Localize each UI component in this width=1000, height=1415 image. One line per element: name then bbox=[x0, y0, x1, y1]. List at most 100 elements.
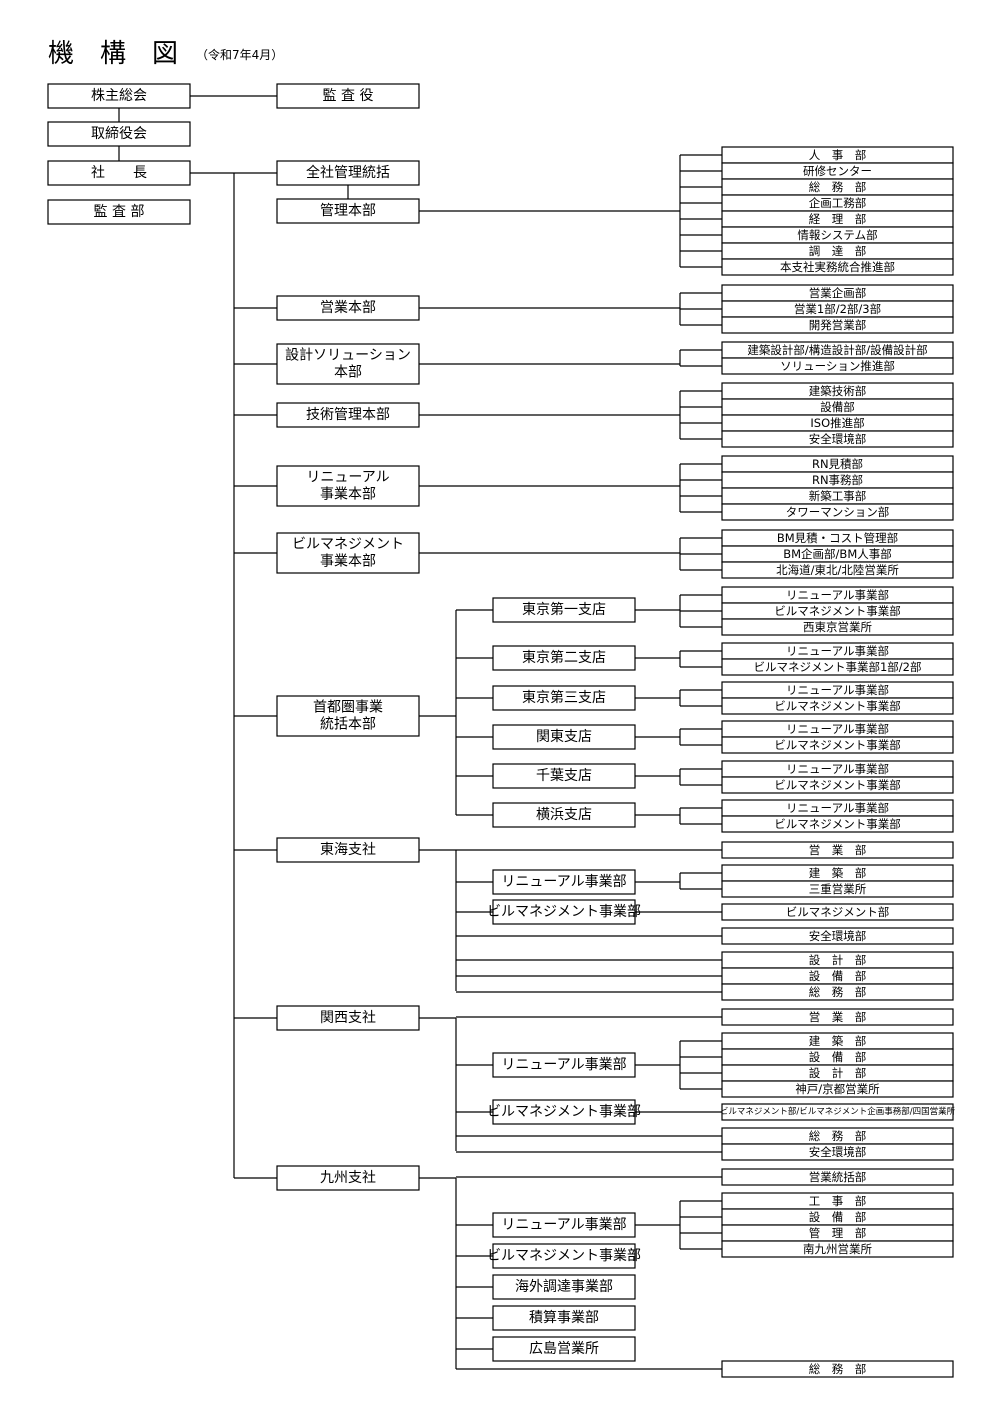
department-box: 本支社実務統合推進部 bbox=[721, 258, 954, 276]
division-box: 全社管理統括 bbox=[276, 160, 420, 186]
shareholders-meeting-box-label: 株主総会 bbox=[91, 88, 147, 104]
department-box: 工 事 部 bbox=[721, 1192, 954, 1210]
department-box: 営業統括部 bbox=[721, 1168, 954, 1186]
sub-unit-box-label: リニューアル事業部 bbox=[501, 1057, 626, 1073]
sub-unit-box: ビルマネジメント事業部 bbox=[487, 899, 641, 925]
division-box-label: 本部 bbox=[334, 364, 362, 380]
department-box-label: 管 理 部 bbox=[809, 1226, 867, 1240]
department-box: 安全環境部 bbox=[721, 430, 954, 448]
department-box-label: 北海道/東北/北陸営業所 bbox=[776, 563, 899, 577]
department-box-label: 営業企画部 bbox=[809, 286, 867, 300]
department-box-label: 営業1部/2部/3部 bbox=[794, 302, 881, 316]
department-box-label: 営業統括部 bbox=[809, 1170, 867, 1184]
sub-unit-box: 広島営業所 bbox=[492, 1336, 636, 1362]
branch-box: 千葉支店 bbox=[492, 763, 636, 789]
department-box: リニューアル事業部 bbox=[721, 586, 954, 604]
department-box-label: 営 業 部 bbox=[809, 1010, 867, 1024]
department-box: 営業企画部 bbox=[721, 284, 954, 302]
president-box-label: 社 長 bbox=[91, 165, 147, 181]
branch-box-label: 横浜支店 bbox=[536, 807, 592, 823]
department-box: 設 備 部 bbox=[721, 967, 954, 985]
department-box-label: ISO推進部 bbox=[810, 416, 864, 430]
branch-box: 横浜支店 bbox=[492, 802, 636, 828]
sub-unit-box-label: ビルマネジメント事業部 bbox=[487, 1248, 641, 1264]
department-box: 設 計 部 bbox=[721, 951, 954, 969]
department-box: 開発営業部 bbox=[721, 316, 954, 334]
department-box-label: 本支社実務統合推進部 bbox=[780, 260, 895, 274]
board-of-directors-box: 取締役会 bbox=[47, 121, 191, 147]
department-box-label: ビルマネジメント事業部 bbox=[774, 778, 901, 792]
department-box: RN見積部 bbox=[721, 455, 954, 473]
department-box: 建築技術部 bbox=[721, 382, 954, 400]
department-box: 営 業 部 bbox=[721, 841, 954, 859]
sub-unit-box-label: ビルマネジメント事業部 bbox=[487, 1104, 641, 1120]
department-box-label: リニューアル事業部 bbox=[786, 644, 889, 658]
department-box-label: ビルマネジメント事業部 bbox=[774, 738, 901, 752]
division-box-label: 管理本部 bbox=[320, 203, 376, 219]
department-box-label: 設 計 部 bbox=[809, 1066, 867, 1080]
department-box: ビルマネジメント事業部 bbox=[721, 736, 954, 754]
division-box-label: 事業本部 bbox=[320, 553, 376, 569]
department-box-label: 建 築 部 bbox=[809, 1034, 867, 1048]
department-box: 営業1部/2部/3部 bbox=[721, 300, 954, 318]
department-box: 管 理 部 bbox=[721, 1224, 954, 1242]
department-box-label: ビルマネジメント事業部 bbox=[774, 699, 901, 713]
department-box: 安全環境部 bbox=[721, 1143, 954, 1161]
department-box-label: 安全環境部 bbox=[809, 929, 867, 943]
audit-department-box-label: 監 査 部 bbox=[94, 203, 145, 220]
division-box-label: 全社管理統括 bbox=[306, 164, 390, 181]
department-box-label: ソリューション推進部 bbox=[780, 359, 895, 373]
department-box: 設 備 部 bbox=[721, 1208, 954, 1226]
branch-box-label: 東京第二支店 bbox=[522, 649, 606, 666]
division-box: 東海支社 bbox=[276, 837, 420, 863]
division-box: 九州支社 bbox=[276, 1165, 420, 1191]
department-box-label: BM企画部/BM人事部 bbox=[783, 547, 892, 561]
division-box-label: 首都圏事業 bbox=[313, 700, 383, 716]
department-box-label: 企画工務部 bbox=[809, 196, 867, 210]
department-box-label: 設 計 部 bbox=[809, 953, 867, 967]
department-box-label: 建築技術部 bbox=[809, 384, 867, 398]
page-subtitle: （令和7年4月） bbox=[196, 47, 283, 62]
department-box: ビルマネジメント部/ビルマネジメント企画事務部/四国営業所 bbox=[720, 1103, 956, 1121]
sub-unit-box: リニューアル事業部 bbox=[492, 869, 636, 895]
division-box-label: 営業本部 bbox=[320, 300, 376, 316]
department-box: ソリューション推進部 bbox=[721, 357, 954, 375]
department-box: リニューアル事業部 bbox=[721, 681, 954, 699]
department-box-label: 工 事 部 bbox=[809, 1194, 867, 1208]
department-box: 調 達 部 bbox=[721, 242, 954, 260]
auditor-box-label: 監 査 役 bbox=[323, 87, 374, 104]
department-box-label: 総 務 部 bbox=[809, 1362, 867, 1376]
department-box-label: RN事務部 bbox=[812, 473, 863, 487]
department-box-label: タワーマンション部 bbox=[786, 505, 890, 519]
page-title: 機 構 図 bbox=[48, 39, 178, 69]
department-box: ビルマネジメント事業部 bbox=[721, 776, 954, 794]
department-box-label: リニューアル事業部 bbox=[786, 801, 889, 815]
department-box: 経 理 部 bbox=[721, 210, 954, 228]
department-box: 総 務 部 bbox=[721, 1127, 954, 1145]
division-box: 関西支社 bbox=[276, 1005, 420, 1031]
department-box: ビルマネジメント事業部1部/2部 bbox=[721, 658, 954, 676]
department-box: ビルマネジメント事業部 bbox=[721, 815, 954, 833]
department-box-label: ビルマネジメント部/ビルマネジメント企画事務部/四国営業所 bbox=[720, 1106, 956, 1117]
sub-unit-box-label: 積算事業部 bbox=[529, 1310, 599, 1326]
department-box: ビルマネジメント事業部 bbox=[721, 602, 954, 620]
department-box: 企画工務部 bbox=[721, 194, 954, 212]
sub-unit-box: 海外調達事業部 bbox=[492, 1274, 636, 1300]
branch-box: 関東支店 bbox=[492, 724, 636, 750]
department-box: ビルマネジメント事業部 bbox=[721, 697, 954, 715]
division-box-label: 九州支社 bbox=[320, 1170, 376, 1186]
branch-box-label: 千葉支店 bbox=[536, 768, 592, 784]
department-box-label: 建築設計部/構造設計部/設備設計部 bbox=[747, 343, 927, 357]
department-box-label: 南九州営業所 bbox=[803, 1242, 872, 1256]
branch-box-label: 東京第一支店 bbox=[522, 601, 606, 618]
department-box-label: 総 務 部 bbox=[809, 1129, 867, 1143]
department-box-label: 安全環境部 bbox=[809, 1145, 867, 1159]
department-box: 安全環境部 bbox=[721, 927, 954, 945]
department-box: 総 務 部 bbox=[721, 983, 954, 1001]
department-box: 建築設計部/構造設計部/設備設計部 bbox=[721, 341, 954, 359]
division-box-label: 技術管理本部 bbox=[306, 407, 390, 423]
